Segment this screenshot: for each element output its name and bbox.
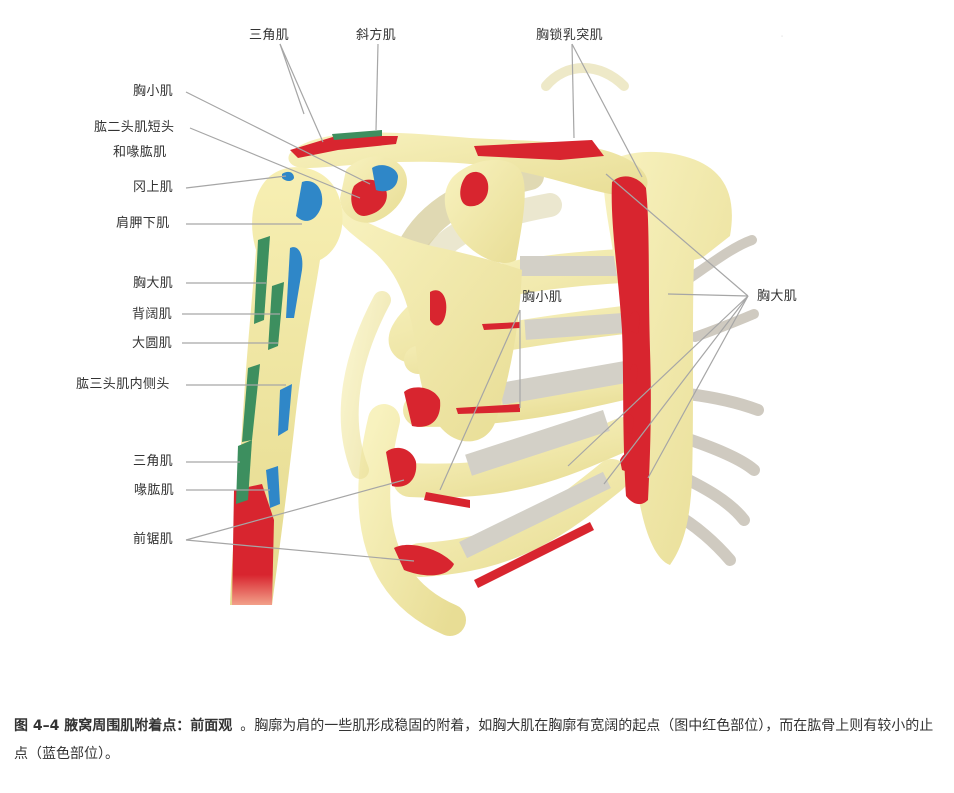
label-coracobrachialis: 和喙肱肌	[113, 145, 167, 160]
figure-caption: 图 4–4 腋窝周围肌附着点：前面观。胸廓为肩的一些肌形成稳固的附着，如胸大肌在…	[14, 712, 936, 768]
label-subscapularis: 肩胛下肌	[116, 216, 170, 231]
label-supraspinatus: 冈上肌	[133, 180, 174, 195]
origin-areas-red	[232, 136, 651, 605]
label-coracobrachialis-lower: 喙肱肌	[134, 483, 175, 498]
label-deltoid-top: 三角肌	[249, 28, 290, 43]
insertion-areas-blue	[266, 165, 398, 508]
label-serratus-anterior: 前锯肌	[133, 532, 174, 547]
caption-body: 。胸廓为肩的一些肌形成稳固的附着，如胸大肌在胸廓有宽阔的起点（图中红色部位），而…	[14, 718, 934, 762]
label-deltoid-lower: 三角肌	[133, 454, 174, 469]
label-sternocleidomastoid: 胸锁乳突肌	[536, 28, 604, 43]
green-muscle-strips	[236, 130, 382, 504]
label-pectoralis-major-right: 胸大肌	[757, 289, 798, 304]
label-pectoralis-minor-left: 胸小肌	[133, 84, 174, 99]
label-teres-major: 大圆肌	[132, 336, 173, 351]
leader-lines	[182, 43, 749, 562]
label-trapezius: 斜方肌	[356, 28, 397, 43]
caption-lead: 图 4–4 腋窝周围肌附着点：前面观	[14, 718, 233, 734]
label-latissimus: 背阔肌	[132, 307, 173, 322]
label-pectoralis-major-left: 胸大肌	[133, 276, 174, 291]
label-triceps-medial: 肱三头肌内侧头	[76, 377, 170, 392]
label-pectoralis-minor-center: 胸小肌	[522, 290, 563, 305]
label-biceps-short-head: 肱二头肌短头	[94, 120, 175, 135]
